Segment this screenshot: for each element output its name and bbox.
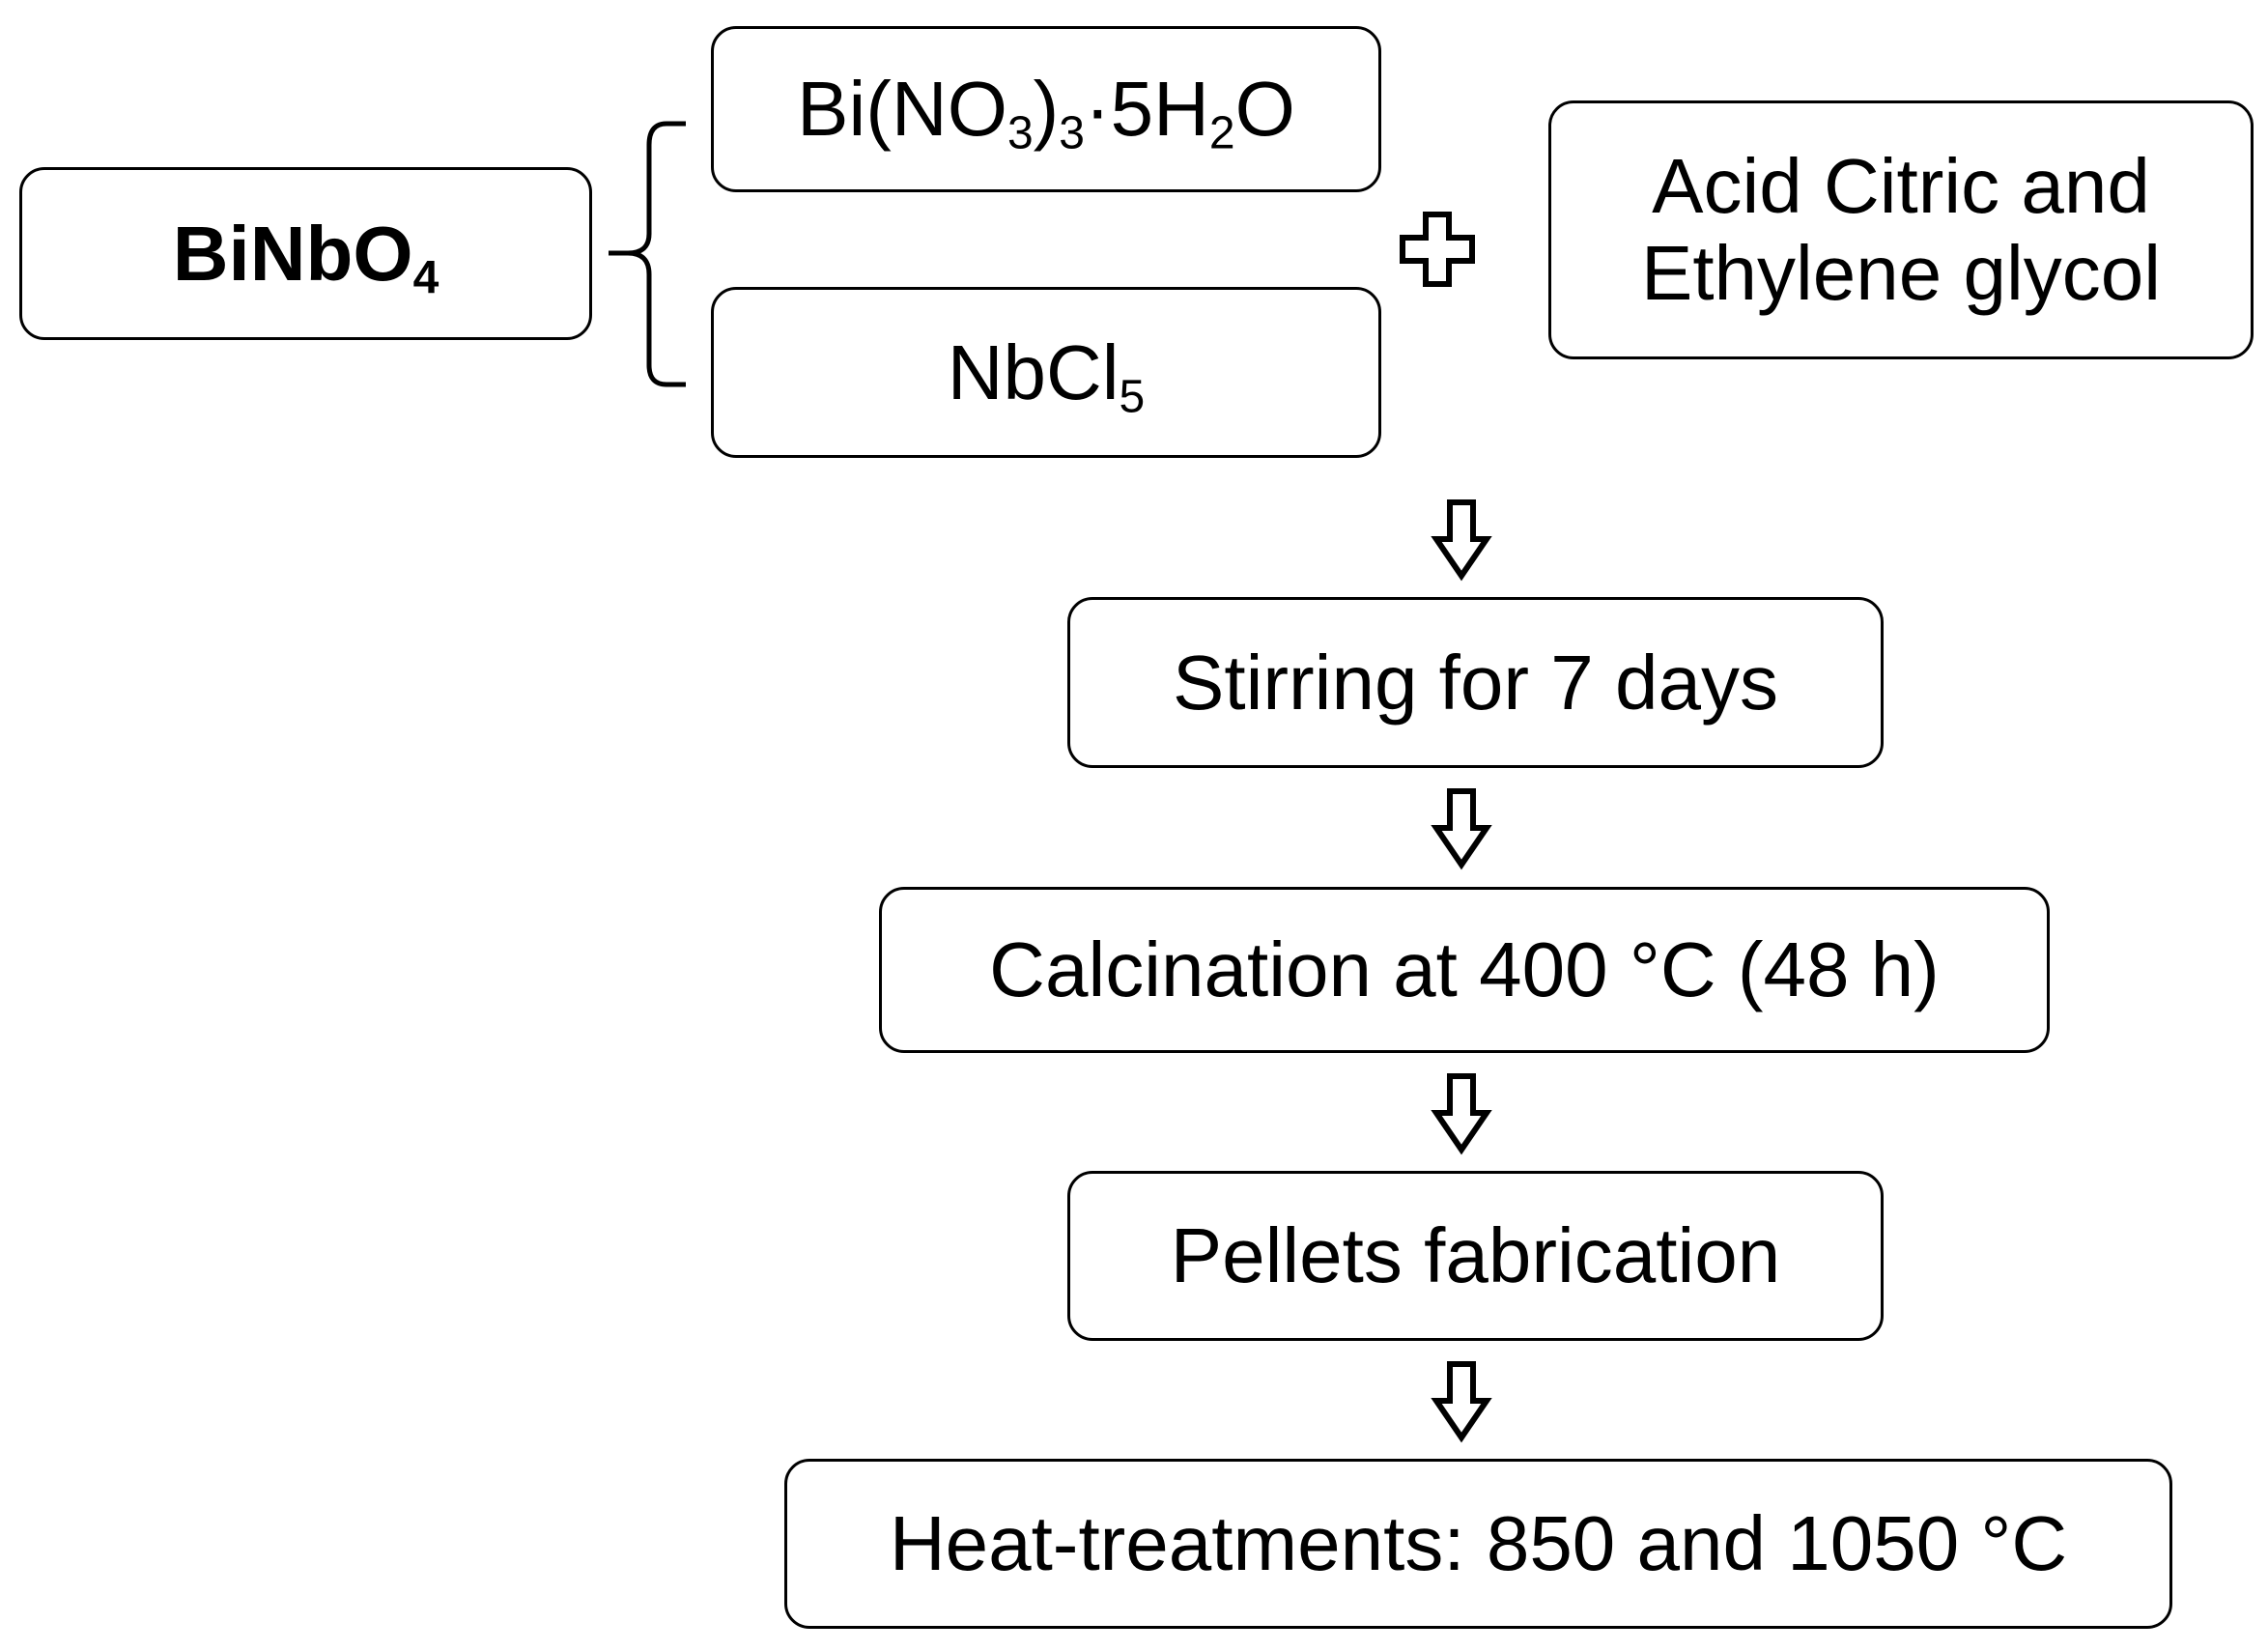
precursor-box-2: NbCl5 [711,287,1381,458]
step-stirring-box: Stirring for 7 days [1067,597,1884,768]
precursor-brace [609,121,686,387]
step-label-3: Pellets fabrication [1170,1212,1781,1299]
step-pellets-box: Pellets fabrication [1067,1171,1884,1341]
down-arrow-icon-4 [1431,1361,1492,1443]
precursor-box-1: Bi(NO3)3·5H2O [711,26,1381,192]
formula-text: Bi(NO [797,66,1007,153]
product-box: BiNbO4 [19,167,592,340]
step-heat-treatment-box: Heat-treatments: 850 and 1050 °C [784,1459,2172,1629]
additive-line-1: Acid Citric and [1652,143,2150,230]
plus-icon [1400,212,1475,287]
down-arrow-icon-1 [1431,499,1492,582]
precursor-formula-1: Bi(NO3)3·5H2O [797,66,1295,157]
down-arrow-icon-2 [1431,788,1492,870]
formula-subscript: 2 [1208,107,1235,159]
down-arrow-icon-3 [1431,1073,1492,1155]
formula-subscript: 3 [1059,107,1085,159]
step-label-2: Calcination at 400 °C (48 h) [989,926,1940,1013]
formula-text: ) [1033,66,1060,153]
step-label-4: Heat-treatments: 850 and 1050 °C [889,1500,2068,1587]
formula-text: ·5H [1084,66,1209,153]
precursor-formula-2: NbCl5 [947,328,1146,420]
product-formula: BiNbO4 [172,210,439,304]
formula-subscript: 5 [1119,371,1146,423]
additive-line-2: Ethylene glycol [1640,230,2162,316]
step-calcination-box: Calcination at 400 °C (48 h) [879,887,2050,1053]
formula-subscript: 3 [1006,107,1034,159]
step-label-1: Stirring for 7 days [1173,639,1778,726]
formula-text: NbCl [947,328,1120,415]
additive-box: Acid Citric and Ethylene glycol [1548,100,2254,359]
formula-text: O [1234,66,1295,153]
